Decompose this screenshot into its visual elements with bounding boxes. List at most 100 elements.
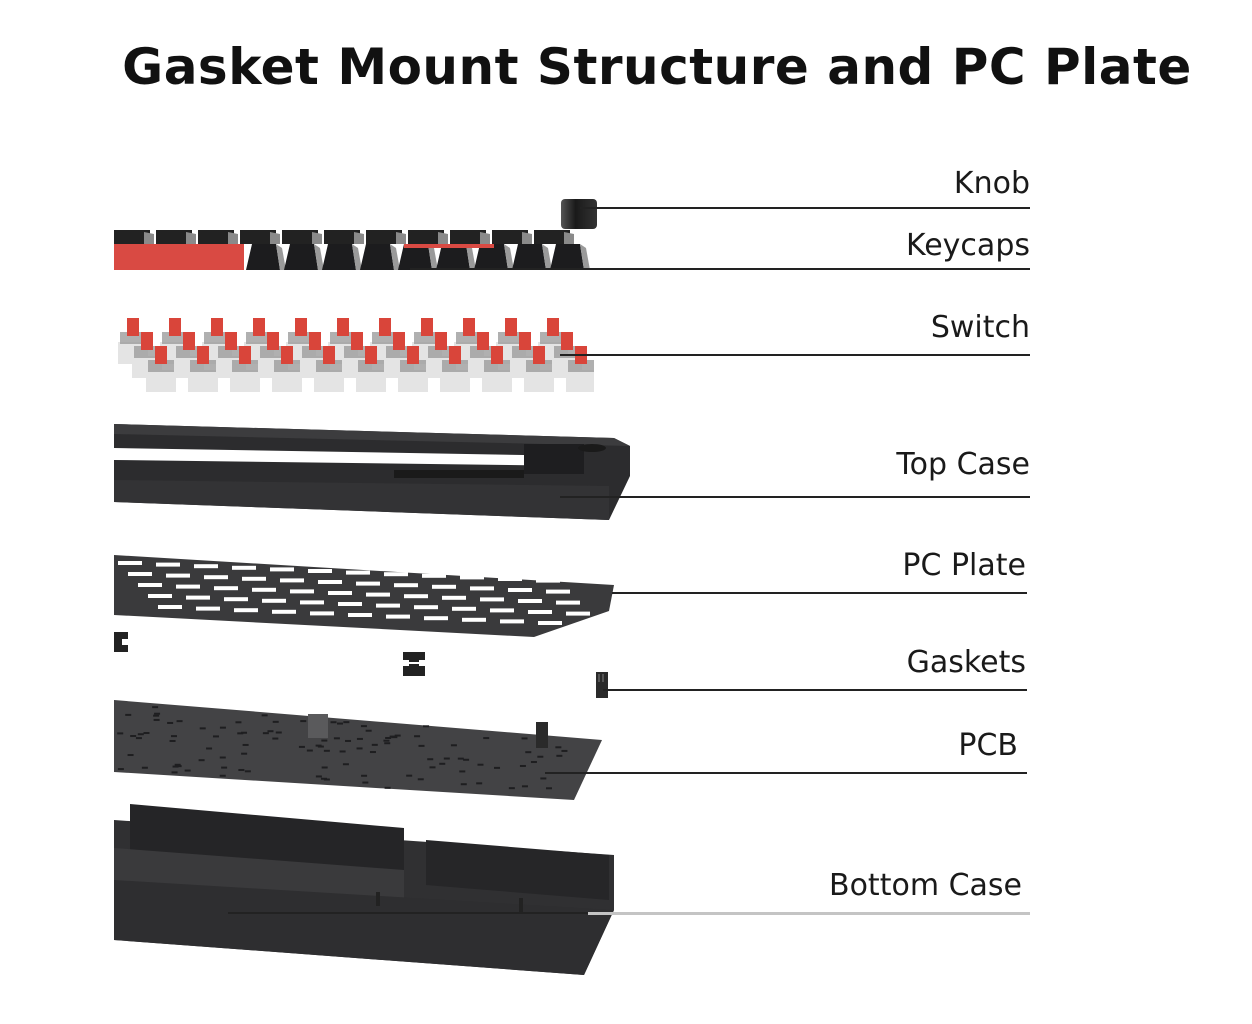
pcb-pad <box>525 751 532 754</box>
pcb-pad <box>371 743 378 746</box>
plate-cutout <box>204 575 228 580</box>
pcb-pad <box>383 739 390 742</box>
keycaps-illustration <box>114 228 594 272</box>
pcb-pad <box>174 763 181 766</box>
switch-housing <box>398 370 428 392</box>
keycap <box>534 230 570 244</box>
plate-cutout <box>346 570 370 575</box>
plate-body <box>114 555 614 637</box>
bottom-case-label: Bottom Case <box>829 868 1022 903</box>
plate-cutout <box>214 586 238 591</box>
plate-cutout <box>348 613 372 617</box>
switch-stem <box>477 332 489 350</box>
plate-cutout <box>308 569 332 573</box>
switch-stem <box>267 332 279 350</box>
pcb-pad <box>342 763 349 766</box>
pcb-pad <box>537 755 544 758</box>
plate-cutout <box>118 561 142 565</box>
keycap <box>322 244 356 270</box>
pcb-pad <box>219 774 226 777</box>
pcb-pad <box>343 721 350 724</box>
switch-housing <box>230 370 260 392</box>
pcb-pad <box>175 765 182 768</box>
plate-cutout <box>234 608 258 613</box>
keycap <box>408 230 444 244</box>
plate-cutout <box>536 578 560 583</box>
switch-stem <box>253 318 265 336</box>
plate-cutout <box>498 577 522 581</box>
plate-cutout <box>224 597 248 602</box>
pcb-pad <box>244 770 251 773</box>
pcb-pad <box>530 761 537 764</box>
keycap <box>114 230 150 244</box>
pcb-pad <box>143 732 150 735</box>
keycap <box>240 230 276 244</box>
plate-cutout <box>462 617 486 622</box>
pcb-pad <box>199 727 206 730</box>
plate-cutout <box>328 591 352 595</box>
plate-cutout <box>384 572 408 577</box>
pcb-pad <box>417 778 424 781</box>
switch-stem <box>435 332 447 350</box>
keycap <box>156 230 192 244</box>
pcb-pad <box>476 782 483 785</box>
switch-stem <box>337 318 349 336</box>
switch-stem <box>211 318 223 336</box>
plate-cutout <box>442 595 466 600</box>
plate-cutout <box>156 562 180 567</box>
bottom-case-leader-line <box>228 912 588 914</box>
pc-plate-leader-line <box>612 592 1027 594</box>
keycap <box>436 244 470 270</box>
keycap <box>550 244 584 270</box>
switch-stem <box>393 332 405 350</box>
pcb-pad <box>153 718 160 721</box>
pcb-pad <box>262 732 269 735</box>
pcb-pad <box>212 735 219 738</box>
pcb-pad <box>141 766 148 769</box>
pcb-pad <box>153 714 160 717</box>
pcb-pad <box>356 747 363 750</box>
switch-stem <box>379 318 391 336</box>
pcb-pad <box>439 762 446 765</box>
pcb-pad <box>556 754 563 757</box>
plate-cutout <box>480 597 504 602</box>
plate-cutout <box>338 602 362 606</box>
pcb-pad <box>459 770 466 773</box>
switch-stem <box>365 346 377 364</box>
pcb-pad <box>394 734 401 737</box>
switch-housing <box>524 370 554 392</box>
pcb-pad <box>337 722 344 725</box>
switch-housing <box>482 370 512 392</box>
plate-cutout <box>128 572 152 576</box>
plate-cutout <box>196 606 220 611</box>
pcb-pad <box>167 721 174 724</box>
keycap <box>284 244 318 270</box>
pcb-pad <box>237 732 244 735</box>
switch-stem <box>155 346 167 364</box>
plate-cutout <box>176 584 200 589</box>
switch-housing <box>356 370 386 392</box>
pcb-pad <box>414 735 421 738</box>
bottom-case-leader-line-light <box>588 912 1030 915</box>
keycap-red <box>114 244 244 270</box>
pcb-pad <box>272 737 279 740</box>
pcb-pad <box>306 749 313 752</box>
pcb-pad <box>463 758 470 761</box>
knob-label: Knob <box>953 166 1030 201</box>
pcb-pad <box>540 777 547 780</box>
page-title: Gasket Mount Structure and PC Plate <box>122 38 1192 96</box>
keycap <box>282 230 318 244</box>
plate-cutout <box>366 592 390 597</box>
pcb-pad <box>545 787 552 790</box>
plate-cutout <box>310 611 334 616</box>
switch-illustration <box>114 312 594 396</box>
pcb-pad <box>125 713 132 716</box>
keycap <box>492 230 528 244</box>
plate-cutout <box>148 594 172 598</box>
keycap <box>324 230 360 244</box>
switch-housing <box>314 370 344 392</box>
pcb-pad <box>261 714 268 717</box>
plate-cutout <box>290 589 314 594</box>
gasket-illustration <box>114 632 128 652</box>
pcb-pad <box>221 766 228 769</box>
